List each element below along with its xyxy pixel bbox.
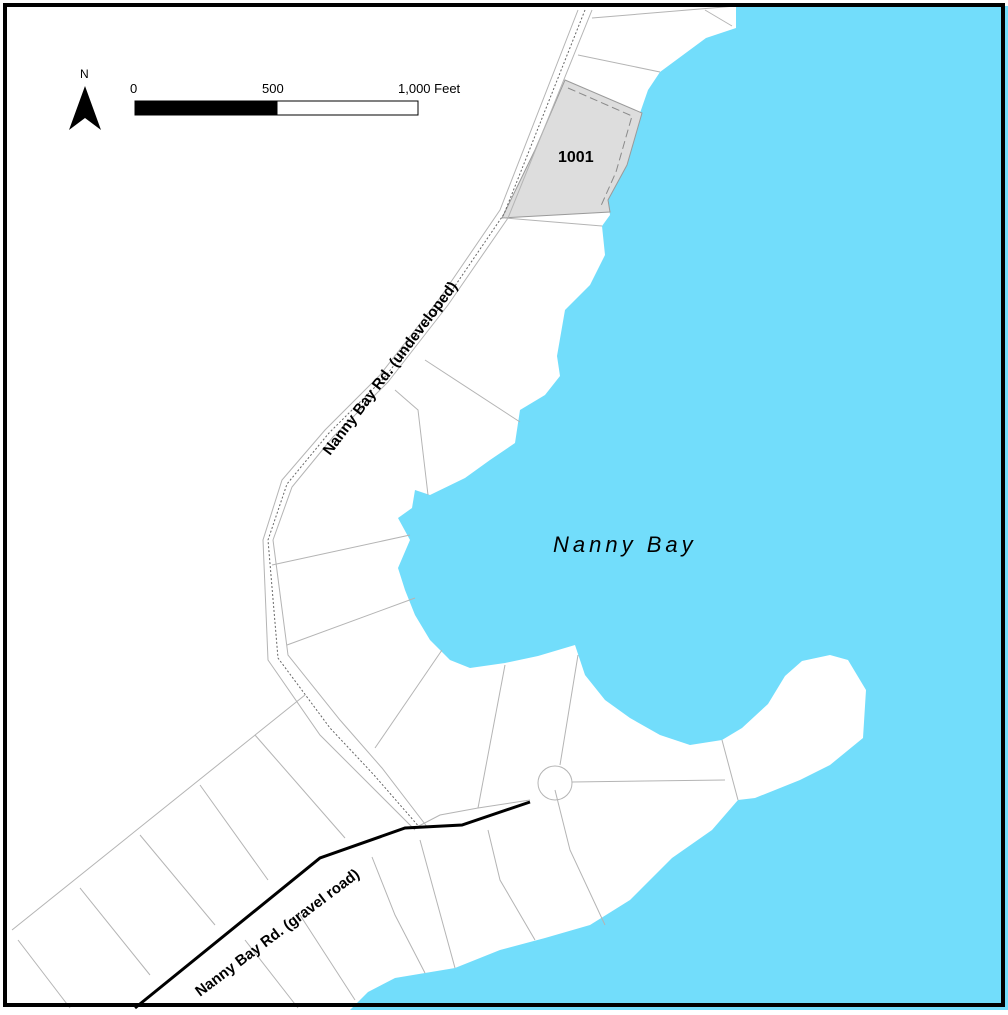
scale-bar-dark-segment	[135, 101, 277, 115]
north-arrow-icon	[69, 86, 101, 130]
scale-bar-light-segment	[276, 100, 419, 116]
scale-bar-outline	[134, 100, 419, 116]
scale-bar: 0 500 1,000 Feet	[130, 81, 461, 116]
scale-tick-1000: 1,000 Feet	[398, 81, 461, 96]
water-body	[350, 6, 1008, 1010]
gravel-road	[134, 800, 531, 1010]
bay-label: Nanny Bay	[553, 532, 697, 557]
undeveloped-road-edge-west	[262, 9, 579, 831]
scale-tick-0: 0	[130, 81, 137, 96]
parcel-label: 1001	[558, 149, 594, 166]
parcel-1001[interactable]	[501, 79, 643, 219]
north-arrow: N	[69, 67, 101, 130]
parcel-lines	[11, 5, 739, 1009]
undeveloped-road-centerline	[267, 9, 586, 830]
undeveloped-road-edge-east	[272, 9, 593, 829]
scale-tick-500: 500	[262, 81, 284, 96]
parcel-1001-inner-boundary	[567, 87, 633, 209]
north-label: N	[80, 67, 89, 81]
map-frame	[3, 3, 1005, 1007]
